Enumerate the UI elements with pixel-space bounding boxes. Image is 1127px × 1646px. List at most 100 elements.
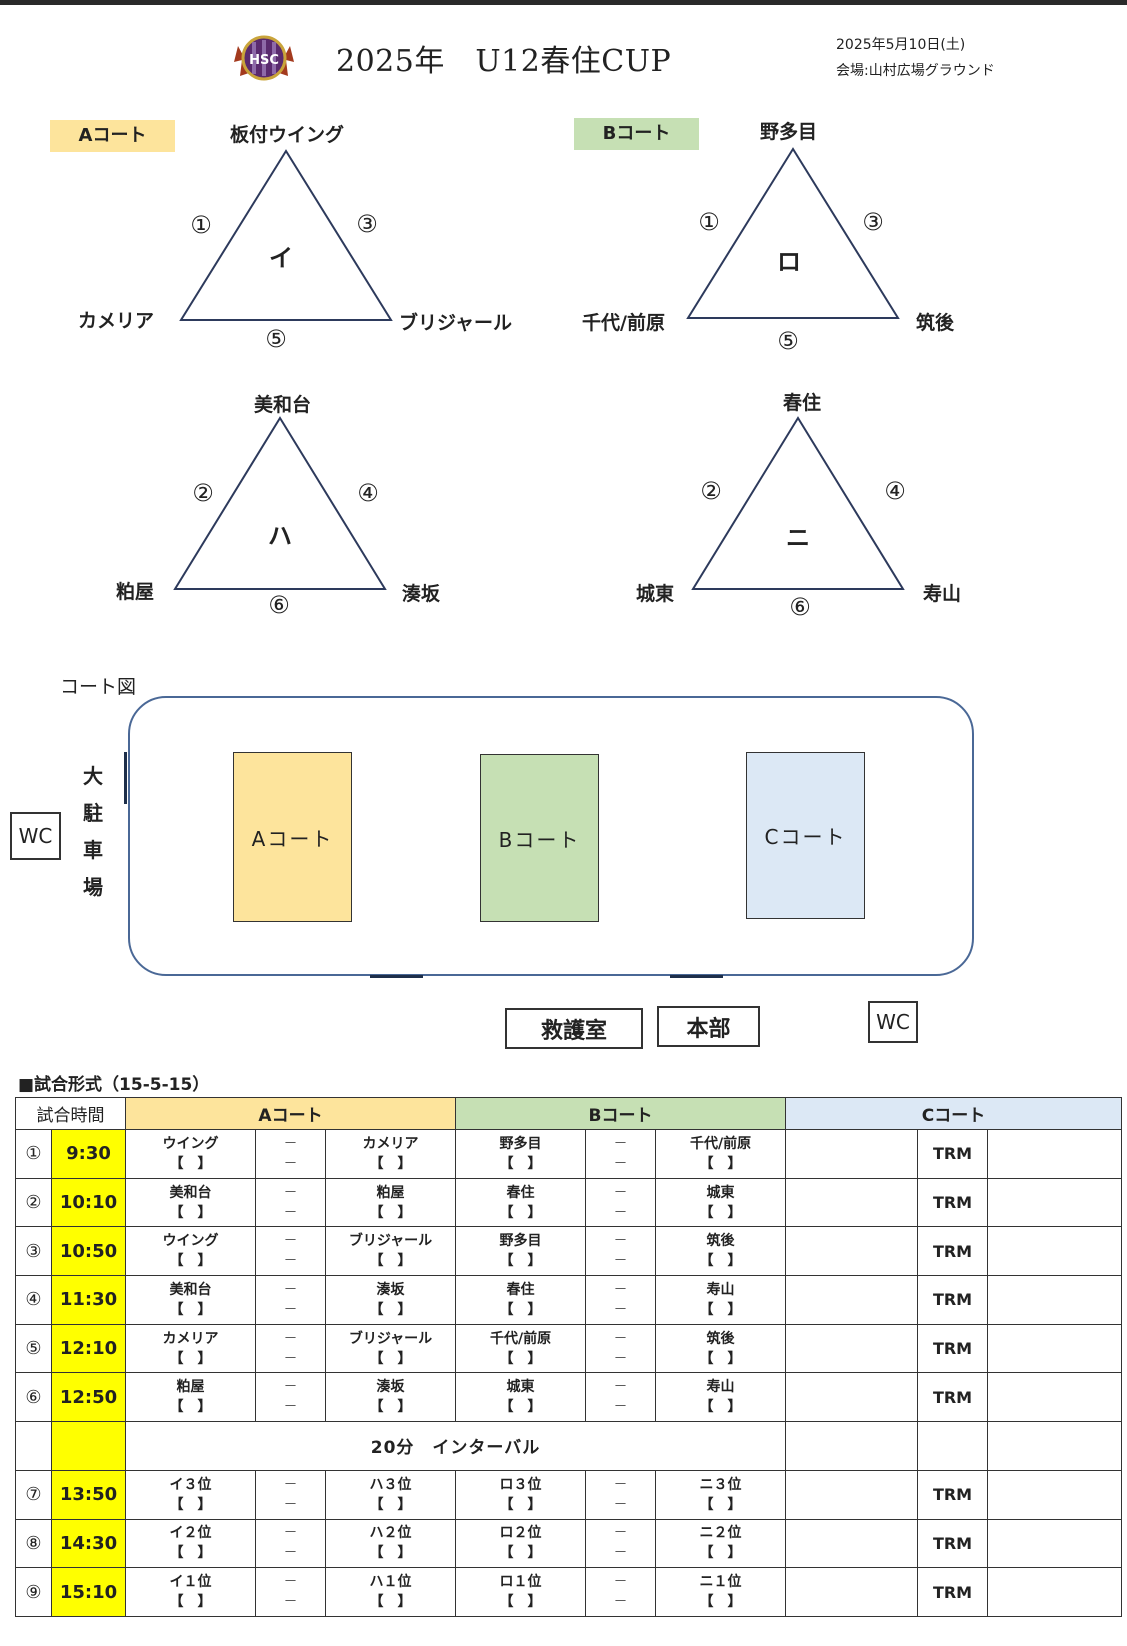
- score-bracket: 【 】: [169, 1253, 212, 1270]
- first-aid-room: 救護室: [505, 1008, 643, 1049]
- group-i-match-right: ③: [356, 210, 378, 238]
- score-bracket: 【 】: [369, 1594, 412, 1611]
- team-cell: ハ２位【 】: [324, 1518, 457, 1569]
- team-name: 筑後: [706, 1233, 735, 1250]
- score-bracket: 【 】: [369, 1399, 412, 1416]
- versus-cell: －－: [255, 1518, 326, 1569]
- c-court-blank: [785, 1226, 919, 1277]
- group-ro-name: ロ: [777, 248, 801, 276]
- versus-dash: －: [613, 1281, 628, 1298]
- team-cell: ブリジャール【 】: [324, 1226, 457, 1277]
- c-court-trm: TRM: [917, 1469, 989, 1520]
- team-cell: ブリジャール【 】: [324, 1323, 457, 1374]
- parking-label: 大 駐 車 場: [78, 758, 108, 906]
- c-court-trm: TRM: [917, 1323, 989, 1374]
- team-name: ロ１位: [499, 1574, 542, 1591]
- versus-cell: －－: [585, 1567, 657, 1617]
- team-name: ウイング: [162, 1135, 219, 1152]
- team-name: 寿山: [706, 1379, 735, 1396]
- group-i-match-left: ①: [190, 211, 212, 239]
- c-court-blank: [987, 1177, 1123, 1228]
- group-i-top-team: 板付ウイング: [230, 124, 345, 146]
- team-name: カメリア: [162, 1330, 219, 1347]
- team-cell: 野多目【 】: [455, 1129, 587, 1179]
- team-name: ハ１位: [369, 1574, 412, 1591]
- score-bracket: 【 】: [369, 1204, 412, 1221]
- team-name: ロ２位: [499, 1525, 542, 1542]
- team-name: ブリジャール: [348, 1330, 433, 1347]
- group-ha-left-team: 粕屋: [116, 581, 155, 603]
- score-bracket: 【 】: [169, 1204, 212, 1221]
- versus-dash: －: [613, 1253, 628, 1270]
- group-ro-left-team: 千代/前原: [582, 312, 665, 334]
- match-number: ⑧: [15, 1518, 52, 1569]
- team-name: 湊坂: [376, 1281, 405, 1298]
- group-ni-top-team: 春住: [783, 392, 822, 414]
- score-bracket: 【 】: [499, 1301, 542, 1318]
- team-cell: 城東【 】: [655, 1177, 787, 1228]
- team-name: イ２位: [169, 1525, 212, 1542]
- versus-dash: －: [613, 1330, 628, 1347]
- c-court-blank: [785, 1469, 919, 1520]
- score-bracket: 【 】: [699, 1545, 742, 1562]
- score-bracket: 【 】: [499, 1545, 542, 1562]
- score-bracket: 【 】: [499, 1594, 542, 1611]
- versus-dash: －: [613, 1379, 628, 1396]
- match-time: 10:50: [51, 1226, 126, 1277]
- south-gate-right: [670, 975, 723, 978]
- team-cell: 寿山【 】: [655, 1372, 787, 1423]
- group-ni-triangle: [691, 416, 905, 590]
- team-cell: 春住【 】: [455, 1177, 587, 1228]
- score-bracket: 【 】: [169, 1545, 212, 1562]
- group-ro-top-team: 野多目: [760, 121, 818, 143]
- page-title: 2025年 U12春住CUP: [336, 44, 672, 79]
- score-bracket: 【 】: [169, 1350, 212, 1367]
- versus-cell: －－: [585, 1518, 657, 1569]
- team-cell: 野多目【 】: [455, 1226, 587, 1277]
- team-name: 寿山: [706, 1281, 735, 1298]
- team-name: 筑後: [706, 1330, 735, 1347]
- south-gate-left: [370, 975, 423, 978]
- match-time: 10:10: [51, 1177, 126, 1228]
- c-court-blank: [785, 1275, 919, 1325]
- team-name: 野多目: [499, 1233, 542, 1250]
- versus-dash: －: [283, 1574, 298, 1591]
- versus-dash: －: [283, 1330, 298, 1347]
- match-number: ①: [15, 1129, 52, 1179]
- team-cell: 粕屋【 】: [324, 1177, 457, 1228]
- interval-c2: [917, 1421, 989, 1471]
- c-court-blank: [785, 1518, 919, 1569]
- header-b-court: Bコート: [455, 1097, 787, 1130]
- c-court-trm: TRM: [917, 1567, 989, 1617]
- versus-dash: －: [613, 1350, 628, 1367]
- b-court-tag: Bコート: [574, 118, 699, 150]
- score-bracket: 【 】: [699, 1204, 742, 1221]
- team-name: 湊坂: [376, 1379, 405, 1396]
- score-bracket: 【 】: [369, 1545, 412, 1562]
- a-court-area: Aコート: [233, 752, 352, 922]
- score-bracket: 【 】: [369, 1350, 412, 1367]
- match-time: 9:30: [51, 1129, 126, 1179]
- match-time: 14:30: [51, 1518, 126, 1569]
- team-cell: カメリア【 】: [125, 1323, 256, 1374]
- c-court-blank: [987, 1518, 1123, 1569]
- group-ha-match-bottom: ⑥: [268, 591, 290, 619]
- match-time: 12:50: [51, 1372, 126, 1423]
- match-time: 15:10: [51, 1567, 126, 1617]
- team-cell: ニ１位【 】: [655, 1567, 787, 1617]
- headquarters: 本部: [657, 1006, 760, 1047]
- group-i-name: イ: [269, 244, 293, 272]
- group-ha-top-team: 美和台: [254, 394, 312, 416]
- team-cell: ハ３位【 】: [324, 1469, 457, 1520]
- versus-dash: －: [613, 1574, 628, 1591]
- wc-left: WC: [10, 812, 61, 860]
- top-border: [0, 0, 1127, 5]
- versus-dash: －: [283, 1184, 298, 1201]
- group-ha-name: ハ: [268, 522, 292, 550]
- match-number: ②: [15, 1177, 52, 1228]
- match-time: 13:50: [51, 1469, 126, 1520]
- score-bracket: 【 】: [699, 1350, 742, 1367]
- versus-dash: －: [283, 1155, 298, 1172]
- versus-cell: －－: [255, 1226, 326, 1277]
